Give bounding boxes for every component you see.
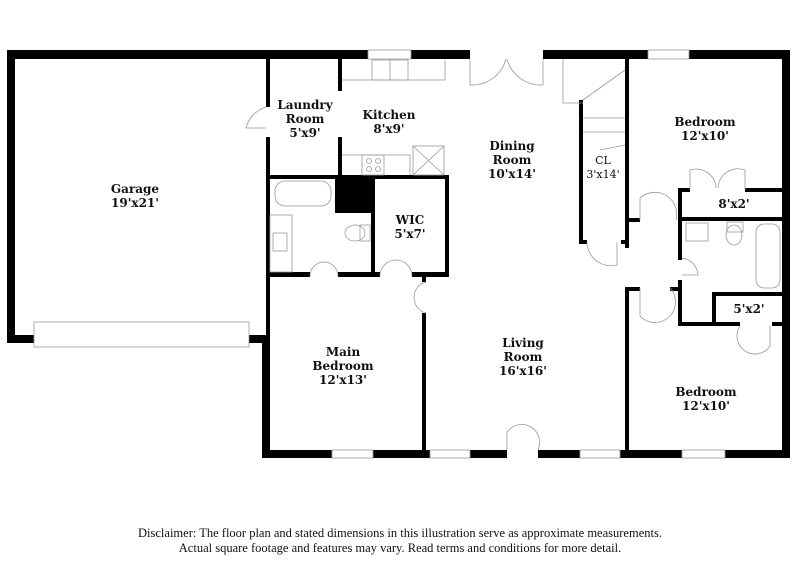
room-dimensions: 5'x7' <box>394 227 426 241</box>
room-label-kitchen: Kitchen 8'x9' <box>363 108 416 136</box>
room-dimensions: 5'x2' <box>733 302 765 316</box>
room-dimensions: 8'x9' <box>373 122 405 136</box>
room-name: WIC <box>395 213 425 227</box>
room-label-main-bedroom: Main Bedroom 12'x13' <box>312 345 373 387</box>
room-name: Room <box>285 112 325 126</box>
room-dimensions: 5'x9' <box>289 126 321 140</box>
room-dimensions: 3'x14' <box>586 168 620 181</box>
disclaimer-line-2: Actual square footage and features may v… <box>178 541 622 555</box>
room-dimensions: 8'x2' <box>718 197 750 211</box>
room-dimensions: 12'x10' <box>681 129 729 143</box>
room-dimensions: 10'x14' <box>488 167 536 181</box>
room-dimensions: 19'x21' <box>111 196 159 210</box>
room-name: Living <box>502 336 544 350</box>
room-name: Bedroom <box>312 359 374 373</box>
room-label-living: Living Room 16'x16' <box>499 336 547 378</box>
room-label-garage: Garage 19'x21' <box>111 182 159 210</box>
room-name: Laundry <box>277 98 333 112</box>
room-name: Bedroom <box>674 115 736 129</box>
window <box>579 449 621 459</box>
room-name: Dining <box>489 139 535 153</box>
room-label-bedroom-bottom: Bedroom 12'x10' <box>675 385 736 413</box>
room-label-dining: Dining Room 10'x14' <box>488 139 536 181</box>
disclaimer-line-1: Disclaimer: The floor plan and stated di… <box>138 526 662 540</box>
room-name: CL <box>595 154 611 167</box>
walls <box>7 50 790 458</box>
window <box>429 449 471 459</box>
room-name: Main <box>325 345 361 359</box>
room-name: Bedroom <box>675 385 737 399</box>
room-dimensions: 16'x16' <box>499 364 547 378</box>
room-label-laundry: Laundry Room 5'x9' <box>277 98 332 140</box>
room-name: Room <box>503 350 543 364</box>
room-label-closet-5x2: 5'x2' <box>733 302 764 316</box>
room-label-closet: CL 3'x14' <box>586 154 619 182</box>
window <box>331 449 374 459</box>
window <box>681 449 726 459</box>
garage-door <box>33 321 250 348</box>
window <box>647 49 690 60</box>
room-name: Kitchen <box>362 108 416 122</box>
fixtures <box>33 49 781 459</box>
room-dimensions: 12'x13' <box>319 373 367 387</box>
room-label-bedroom-top: Bedroom 12'x10' <box>674 115 735 143</box>
room-label-closet-8x2: 8'x2' <box>718 197 749 211</box>
room-dimensions: 12'x10' <box>682 399 730 413</box>
room-label-wic: WIC 5'x7' <box>394 213 425 241</box>
room-name: Room <box>492 153 532 167</box>
room-name: Garage <box>110 182 160 196</box>
window <box>367 49 412 60</box>
